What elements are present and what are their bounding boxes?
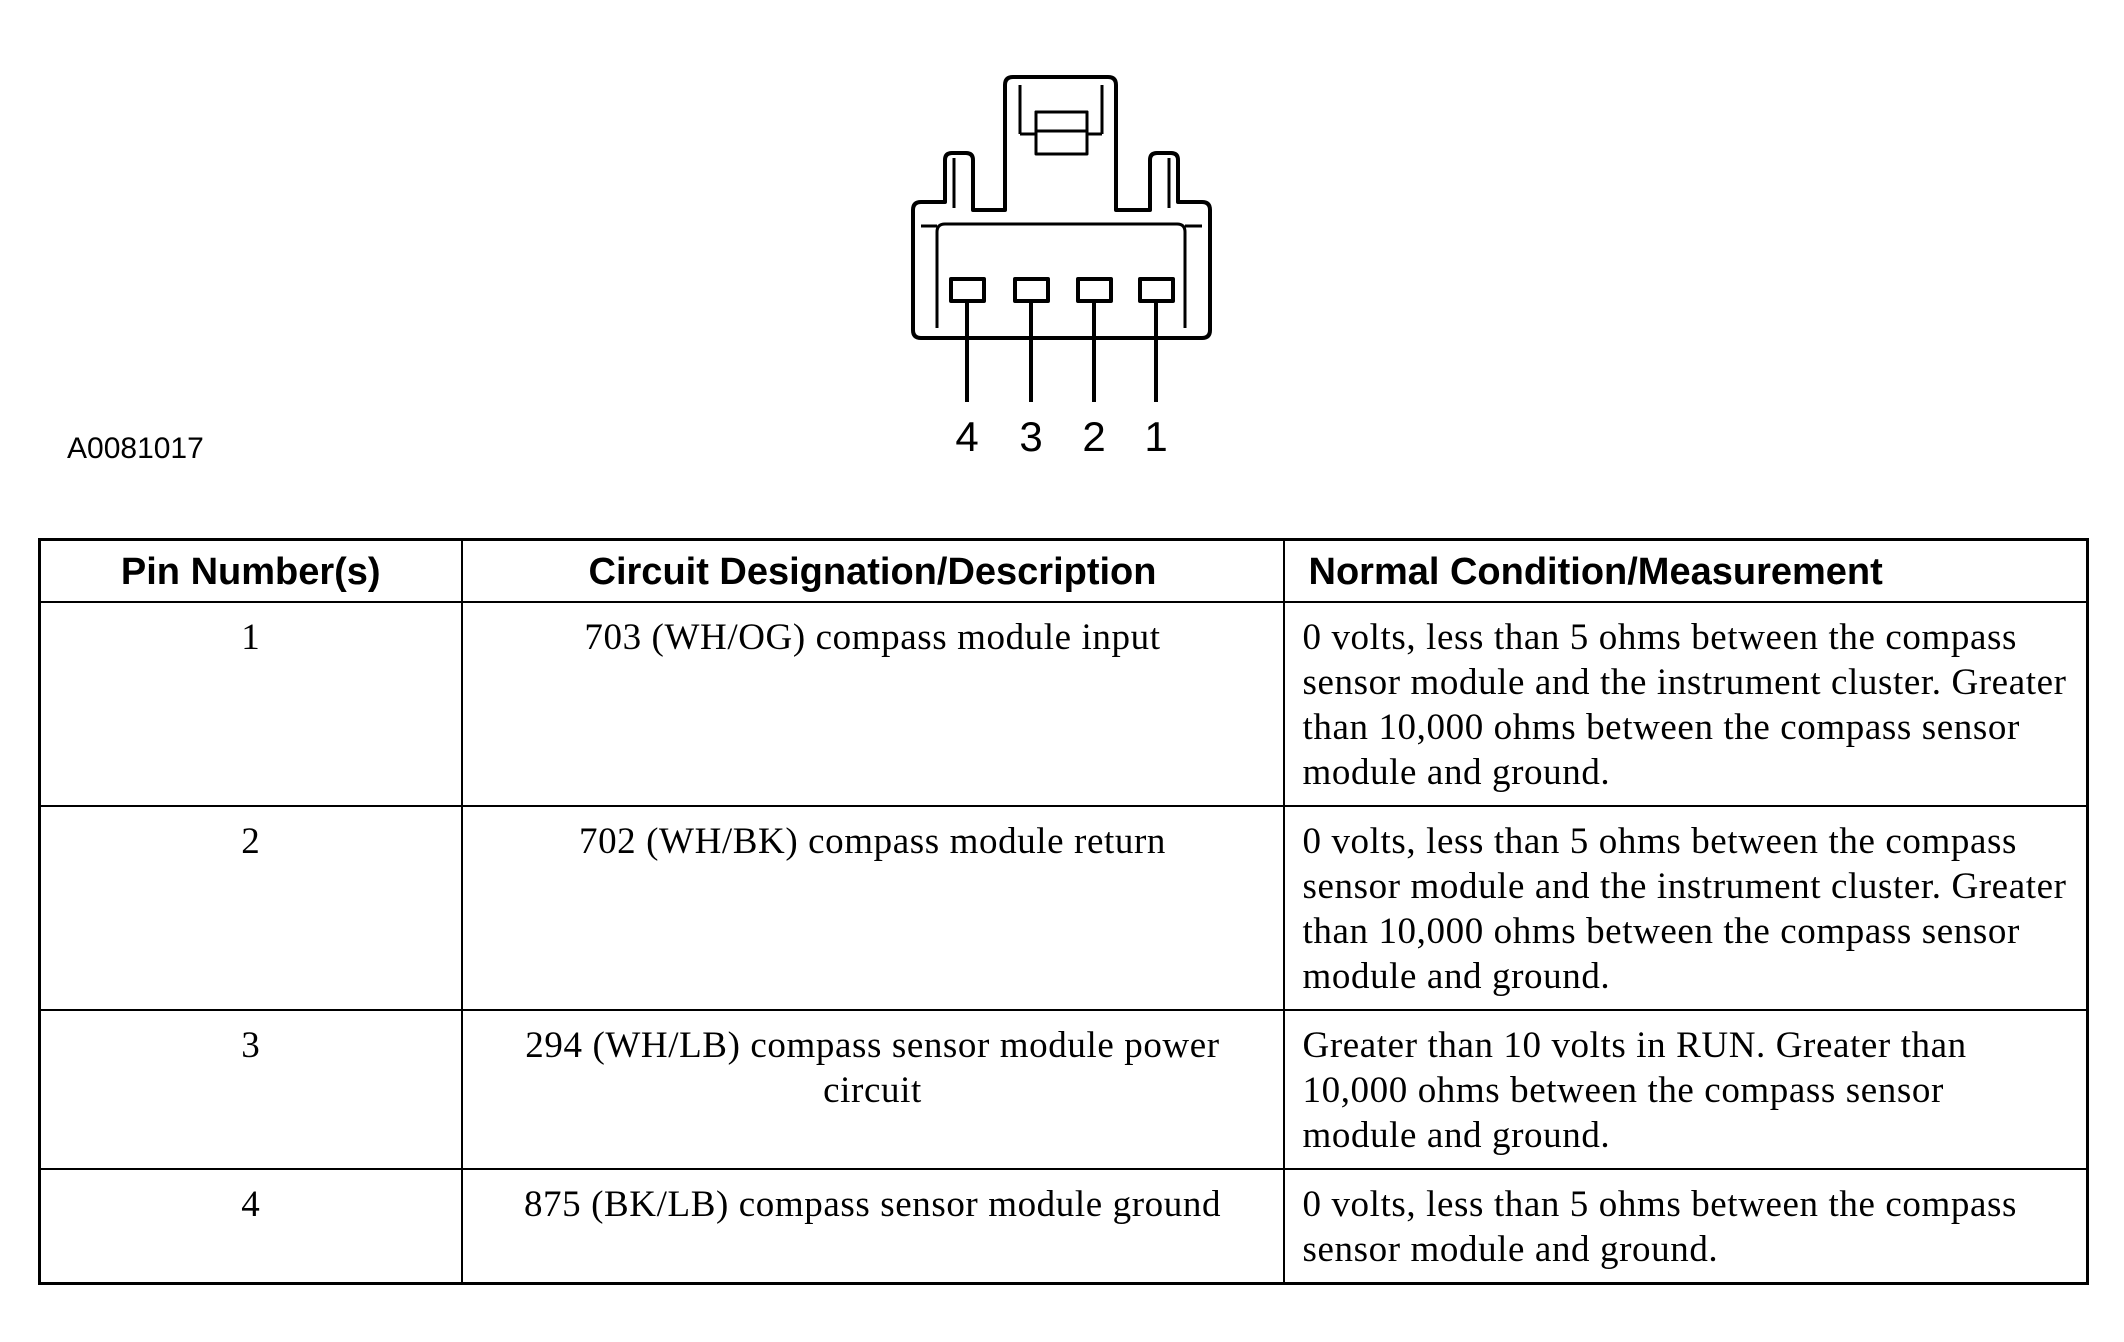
pin-number-cell: 3	[38, 1008, 463, 1170]
pin-3-contact	[1013, 277, 1050, 303]
circuit-cell: 702 (WH/BK) compass module return	[460, 804, 1285, 1011]
header-circuit-designation: Circuit Designation/Description	[460, 538, 1285, 603]
header-normal-condition: Normal Condition/Measurement	[1282, 538, 2089, 603]
pin-1-contact	[1138, 277, 1175, 303]
pin-number-cell: 2	[38, 804, 463, 1011]
connector-inner-outline	[935, 222, 1187, 328]
pin-2-contact	[1076, 277, 1113, 303]
measurement-cell: Greater than 10 volts in RUN. Greater th…	[1282, 1008, 2089, 1170]
table-row: 2 702 (WH/BK) compass module return 0 vo…	[38, 804, 2089, 1011]
header-pin-number: Pin Number(s)	[38, 538, 463, 603]
pin-number-cell: 4	[38, 1167, 463, 1284]
pin-4-contact	[949, 277, 986, 303]
pin-table: Pin Number(s) Circuit Designation/Descri…	[38, 538, 2089, 1285]
latch-tab	[1034, 110, 1089, 156]
table-row: 4 875 (BK/LB) compass sensor module grou…	[38, 1167, 2089, 1284]
measurement-cell: 0 volts, less than 5 ohms between the co…	[1282, 600, 2089, 807]
connector-outline	[911, 75, 1212, 340]
pin-number-cell: 1	[38, 600, 463, 807]
latch-slot	[1018, 85, 1104, 136]
measurement-cell: 0 volts, less than 5 ohms between the co…	[1282, 804, 2089, 1011]
table-row: 1 703 (WH/OG) compass module input 0 vol…	[38, 600, 2089, 807]
figure-id: A0081017	[67, 432, 204, 465]
measurement-cell: 0 volts, less than 5 ohms between the co…	[1282, 1167, 2089, 1284]
circuit-cell: 703 (WH/OG) compass module input	[460, 600, 1285, 807]
pin-label-4: 4	[955, 413, 979, 460]
connector-diagram: 4 3 2 1 A0081017	[0, 0, 2124, 520]
table-row: 3 294 (WH/LB) compass sensor module powe…	[38, 1008, 2089, 1170]
pin-label-3: 3	[1019, 413, 1043, 460]
pin-label-2: 2	[1082, 413, 1106, 460]
table-header-row: Pin Number(s) Circuit Designation/Descri…	[38, 538, 2089, 603]
circuit-cell: 294 (WH/LB) compass sensor module power …	[460, 1008, 1285, 1170]
circuit-cell: 875 (BK/LB) compass sensor module ground	[460, 1167, 1285, 1284]
connector-face-drawing	[911, 75, 1212, 402]
pin-label-1: 1	[1144, 413, 1168, 460]
